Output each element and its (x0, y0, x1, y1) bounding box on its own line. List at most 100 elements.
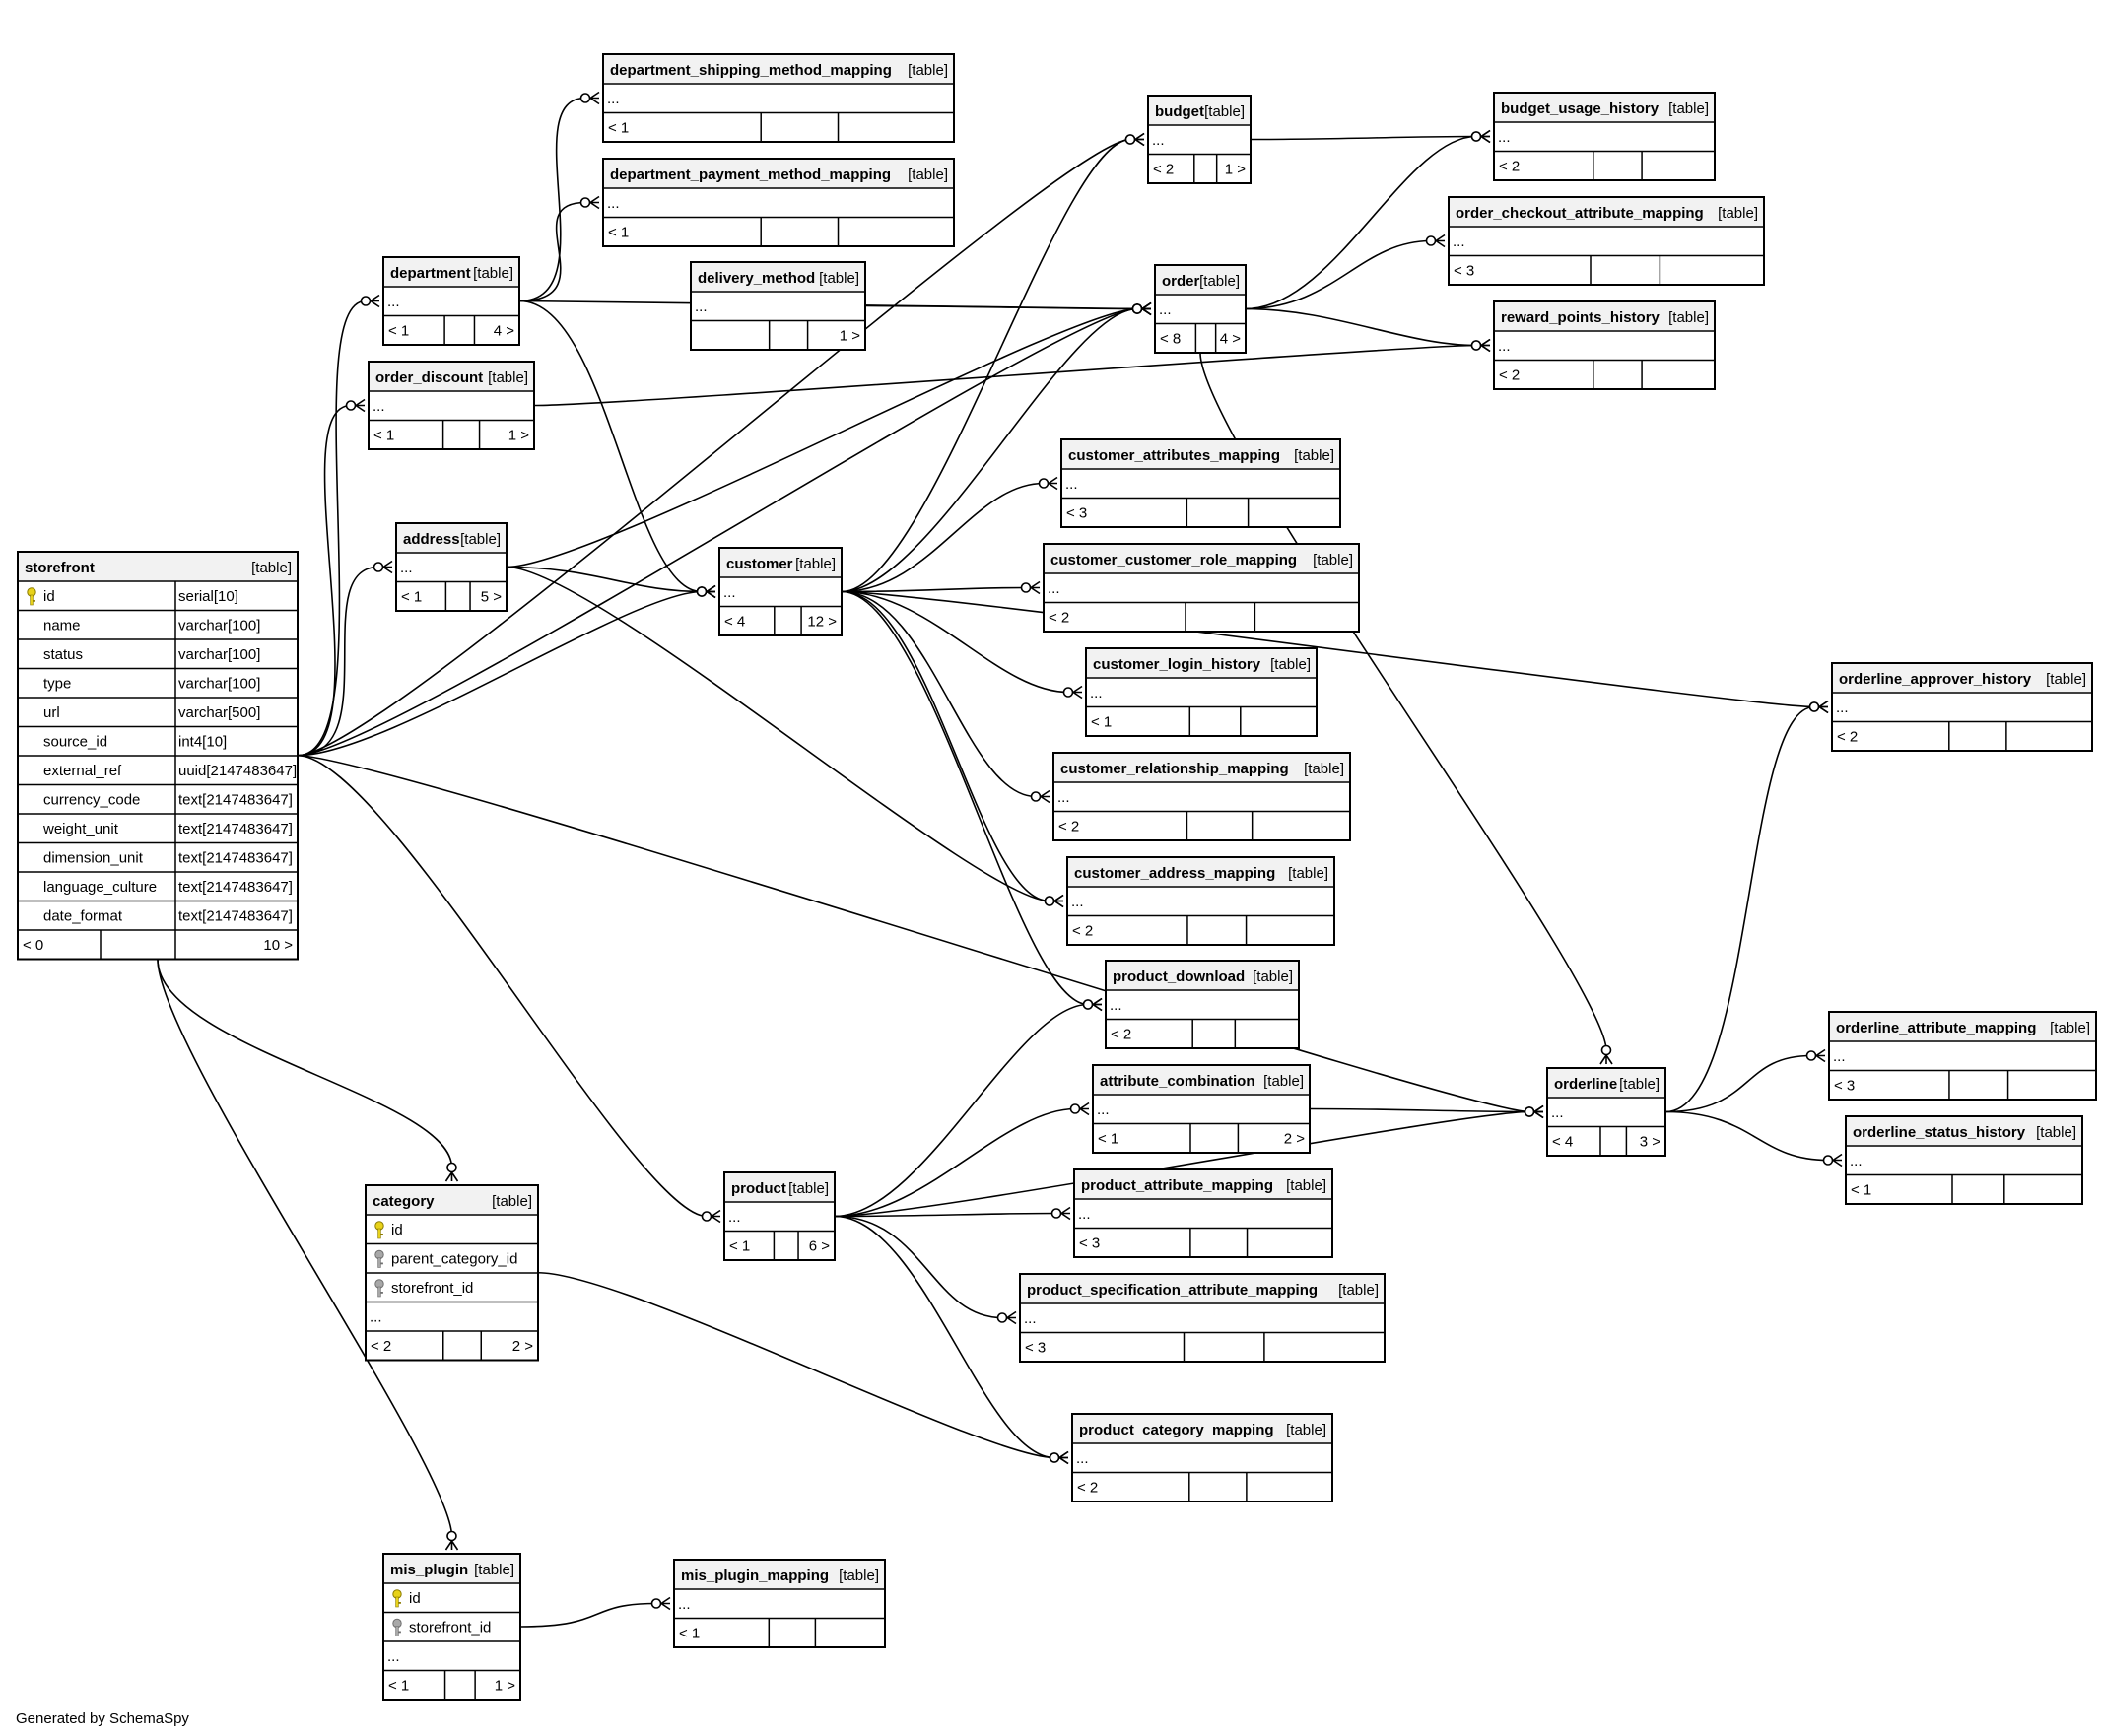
parents-count[interactable]: < 1 (388, 1678, 409, 1695)
parents-count[interactable]: < 1 (1098, 1131, 1118, 1148)
parents-count[interactable]: < 1 (388, 323, 409, 340)
parents-count[interactable]: < 3 (1066, 505, 1087, 522)
more-columns-ellipsis: ... (607, 195, 620, 212)
parents-count[interactable]: < 1 (401, 589, 422, 606)
table-department-shipping-method-mapping[interactable]: department_shipping_method_mapping[table… (602, 53, 955, 143)
table-customer-customer-role-mapping[interactable]: customer_customer_role_mapping[table]...… (1043, 543, 1360, 633)
children-count[interactable]: 6 > (809, 1238, 831, 1255)
relationship-mis-plugin-to-mis-plugin-mapping (519, 1596, 671, 1628)
generated-by-credit: Generated by SchemaSpy (16, 1710, 189, 1727)
parents-count[interactable]: < 1 (608, 225, 629, 241)
children-count[interactable]: 3 > (1640, 1134, 1661, 1151)
foreign-key-icon (392, 1618, 402, 1636)
parents-count[interactable]: < 3 (1834, 1078, 1855, 1095)
parents-count[interactable]: < 2 (1111, 1027, 1131, 1043)
parents-count[interactable]: < 1 (608, 120, 629, 137)
parents-count[interactable]: < 3 (1025, 1340, 1046, 1357)
parents-count[interactable]: < 8 (1160, 331, 1181, 348)
children-count[interactable]: 2 > (512, 1338, 534, 1355)
crows-foot-marker (1060, 1206, 1071, 1221)
table-product-attribute-mapping[interactable]: product_attribute_mapping[table]...< 3 (1073, 1168, 1333, 1258)
relationship-product-to-product-download (834, 997, 1103, 1218)
parents-count[interactable]: < 2 (1058, 819, 1079, 835)
parents-count[interactable]: < 2 (371, 1338, 391, 1355)
table-department-payment-method-mapping[interactable]: department_payment_method_mapping[table]… (602, 158, 955, 247)
table-name: orderline_attribute_mapping (1836, 1020, 2036, 1036)
crows-foot-marker (589, 91, 600, 105)
children-count[interactable]: 1 > (840, 328, 861, 345)
optional-marker (701, 1211, 712, 1222)
table-category[interactable]: category[table]idparent_category_idstore… (365, 1184, 539, 1362)
table-product-specification-attribute-mapping[interactable]: product_specification_attribute_mapping[… (1019, 1273, 1386, 1363)
table-tag: [table] (839, 1568, 879, 1584)
optional-marker (1049, 1452, 1060, 1463)
children-count[interactable]: 5 > (481, 589, 503, 606)
table-header-bg (367, 1186, 537, 1214)
table-header-bg (1450, 198, 1763, 226)
relationship-line (297, 307, 1138, 757)
children-count[interactable]: 4 > (1220, 331, 1242, 348)
table-order-checkout-attribute-mapping[interactable]: order_checkout_attribute_mapping[table].… (1448, 196, 1765, 286)
table-reward-points-history[interactable]: reward_points_history[table]...< 2 (1493, 300, 1716, 390)
parents-count[interactable]: < 1 (729, 1238, 750, 1255)
optional-marker (446, 1162, 457, 1173)
children-count[interactable]: 4 > (494, 323, 515, 340)
column-name: id (409, 1590, 421, 1607)
children-count[interactable]: 1 > (495, 1678, 516, 1695)
children-count[interactable]: 1 > (1225, 162, 1247, 178)
children-count[interactable]: 1 > (508, 428, 530, 444)
children-count[interactable]: 10 > (263, 937, 293, 954)
table-orderline-approver-history[interactable]: orderline_approver_history[table]...< 2 (1831, 662, 2093, 752)
parents-count[interactable]: < 0 (23, 937, 43, 954)
relationship-customer-to-customer-address-mapping (841, 590, 1064, 908)
parents-count[interactable]: < 2 (1837, 729, 1858, 746)
table-mis-plugin-mapping[interactable]: mis_plugin_mapping[table]...< 1 (673, 1559, 886, 1648)
children-count[interactable]: 2 > (1284, 1131, 1306, 1148)
table-orderline-attribute-mapping[interactable]: orderline_attribute_mapping[table]...< 3 (1828, 1011, 2097, 1101)
parents-count[interactable]: < 4 (1552, 1134, 1573, 1151)
parents-count[interactable]: < 1 (1091, 714, 1112, 731)
parents-count[interactable]: < 2 (1499, 367, 1520, 384)
parents-count[interactable]: < 3 (1079, 1235, 1100, 1252)
table-budget-usage-history[interactable]: budget_usage_history[table]...< 2 (1493, 92, 1716, 181)
parents-count[interactable]: < 4 (724, 614, 745, 631)
table-orderline-status-history[interactable]: orderline_status_history[table]...< 1 (1845, 1115, 2083, 1205)
table-customer-attributes-mapping[interactable]: customer_attributes_mapping[table]...< 3 (1060, 438, 1341, 528)
parents-count[interactable]: < 2 (1049, 610, 1069, 627)
table-header-bg (1062, 440, 1339, 468)
parents-count[interactable]: < 3 (1454, 263, 1474, 280)
relationship-product-to-product-attribute-mapping (834, 1206, 1071, 1221)
more-columns-ellipsis: ... (1065, 476, 1078, 493)
parents-count[interactable]: < 2 (1077, 1480, 1098, 1497)
parents-count[interactable]: < 1 (679, 1626, 700, 1642)
relationship-customer-to-customer-relationship-mapping (841, 590, 1050, 804)
relationship-line (834, 1003, 1089, 1218)
parents-count[interactable]: < 2 (1072, 923, 1093, 940)
parents-count[interactable]: < 2 (1153, 162, 1174, 178)
optional-marker (1131, 303, 1143, 314)
parents-count[interactable]: < 1 (373, 428, 394, 444)
table-product-download[interactable]: product_download[table]...< 2 (1105, 960, 1300, 1049)
table-customer-address-mapping[interactable]: customer_address_mapping[table]...< 2 (1066, 856, 1335, 946)
table-customer-login-history[interactable]: customer_login_history[table]...< 1 (1085, 647, 1318, 737)
parents-count[interactable]: < 1 (1851, 1182, 1871, 1199)
children-count[interactable]: 12 > (807, 614, 837, 631)
table-product-category-mapping[interactable]: product_category_mapping[table]...< 2 (1071, 1413, 1333, 1502)
parents-count[interactable]: < 2 (1499, 159, 1520, 175)
crows-foot-marker (1058, 1450, 1069, 1465)
table-delivery-method[interactable]: delivery_method[table]...1 > (690, 261, 866, 351)
optional-marker (1805, 1050, 1817, 1061)
table-customer-relationship-mapping[interactable]: customer_relationship_mapping[table]...<… (1052, 752, 1351, 841)
